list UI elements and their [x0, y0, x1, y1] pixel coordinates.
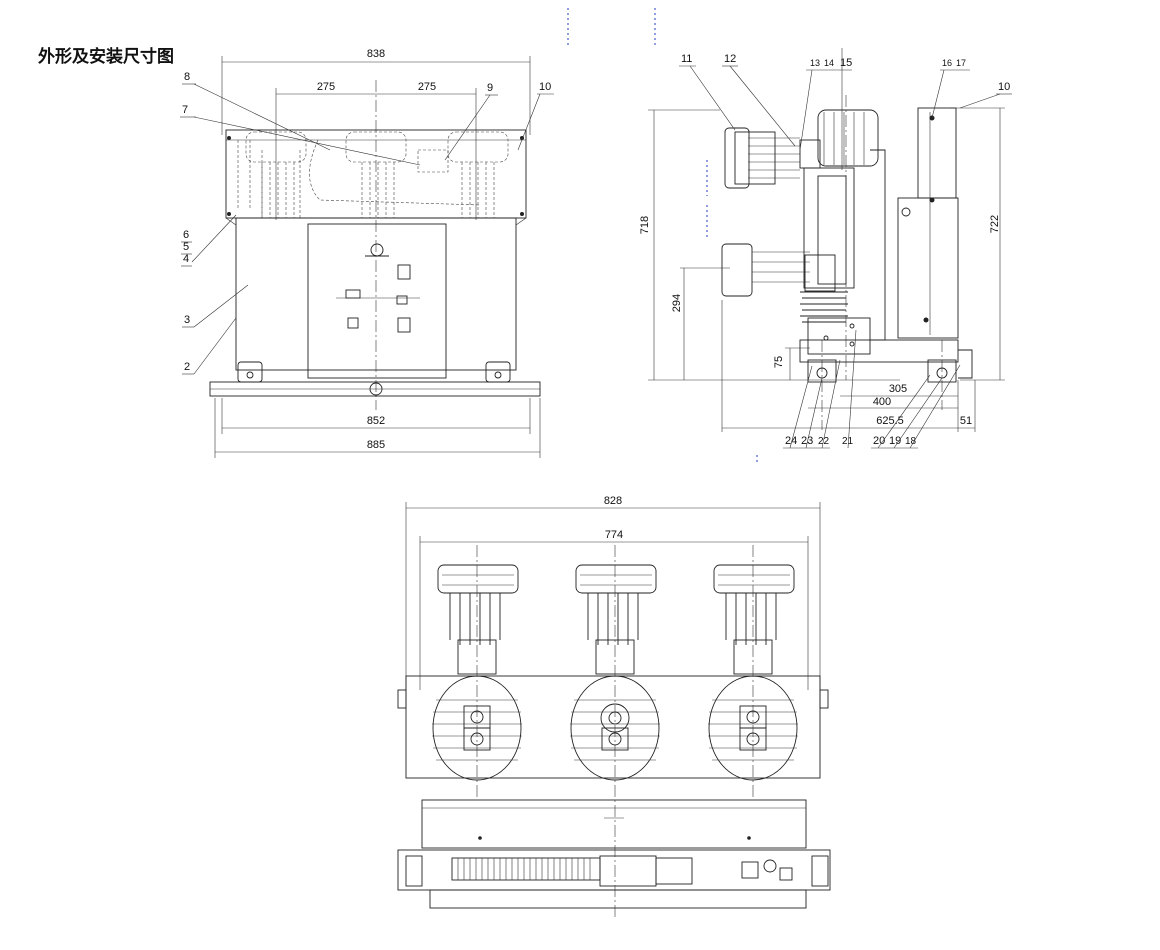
dim-400: 400 — [873, 396, 891, 408]
callout-23: 23 — [801, 435, 813, 447]
callout-24: 24 — [785, 435, 797, 447]
callout-19: 19 — [889, 435, 901, 447]
side-view: 718 294 75 722 — [639, 48, 1012, 449]
dim-885: 885 — [367, 439, 385, 451]
callout-21: 21 — [842, 436, 854, 447]
top-view: 828 774 — [397, 495, 831, 920]
callout-11: 11 — [681, 53, 692, 65]
dim-828: 828 — [604, 495, 622, 507]
dim-275-left: 275 — [317, 81, 335, 93]
dim-774: 774 — [605, 529, 623, 541]
callout-17: 17 — [956, 58, 966, 68]
callout-6: 6 — [183, 229, 189, 241]
callout-7: 7 — [182, 104, 188, 116]
dim-838: 838 — [367, 48, 385, 60]
drawing-title: 外形及安装尺寸图 — [38, 47, 174, 67]
dim-75: 75 — [773, 356, 785, 368]
front-view: 838 275 275 — [180, 48, 554, 458]
callout-14: 14 — [824, 58, 834, 68]
callout-9: 9 — [487, 82, 493, 94]
callout-5: 5 — [183, 241, 189, 253]
callout-18: 18 — [905, 436, 917, 447]
callout-8: 8 — [184, 71, 190, 83]
dim-275-right: 275 — [418, 81, 436, 93]
callout-10-front: 10 — [539, 81, 551, 93]
callout-3: 3 — [184, 314, 190, 326]
dim-51: 51 — [960, 415, 972, 427]
callout-22: 22 — [818, 436, 830, 447]
dim-294: 294 — [671, 294, 683, 312]
dim-722: 722 — [989, 215, 1001, 233]
callout-16: 16 — [942, 58, 952, 68]
callout-13: 13 — [810, 58, 820, 68]
callout-4: 4 — [183, 253, 189, 265]
callout-2: 2 — [184, 361, 190, 373]
dim-718: 718 — [639, 216, 651, 234]
dim-305: 305 — [889, 383, 907, 395]
callout-10-side: 10 — [998, 81, 1010, 93]
dim-852: 852 — [367, 415, 385, 427]
callout-15: 15 — [840, 57, 852, 69]
callout-20: 20 — [873, 435, 885, 447]
dim-625-5: 625.5 — [876, 415, 904, 427]
callout-12: 12 — [724, 53, 736, 65]
